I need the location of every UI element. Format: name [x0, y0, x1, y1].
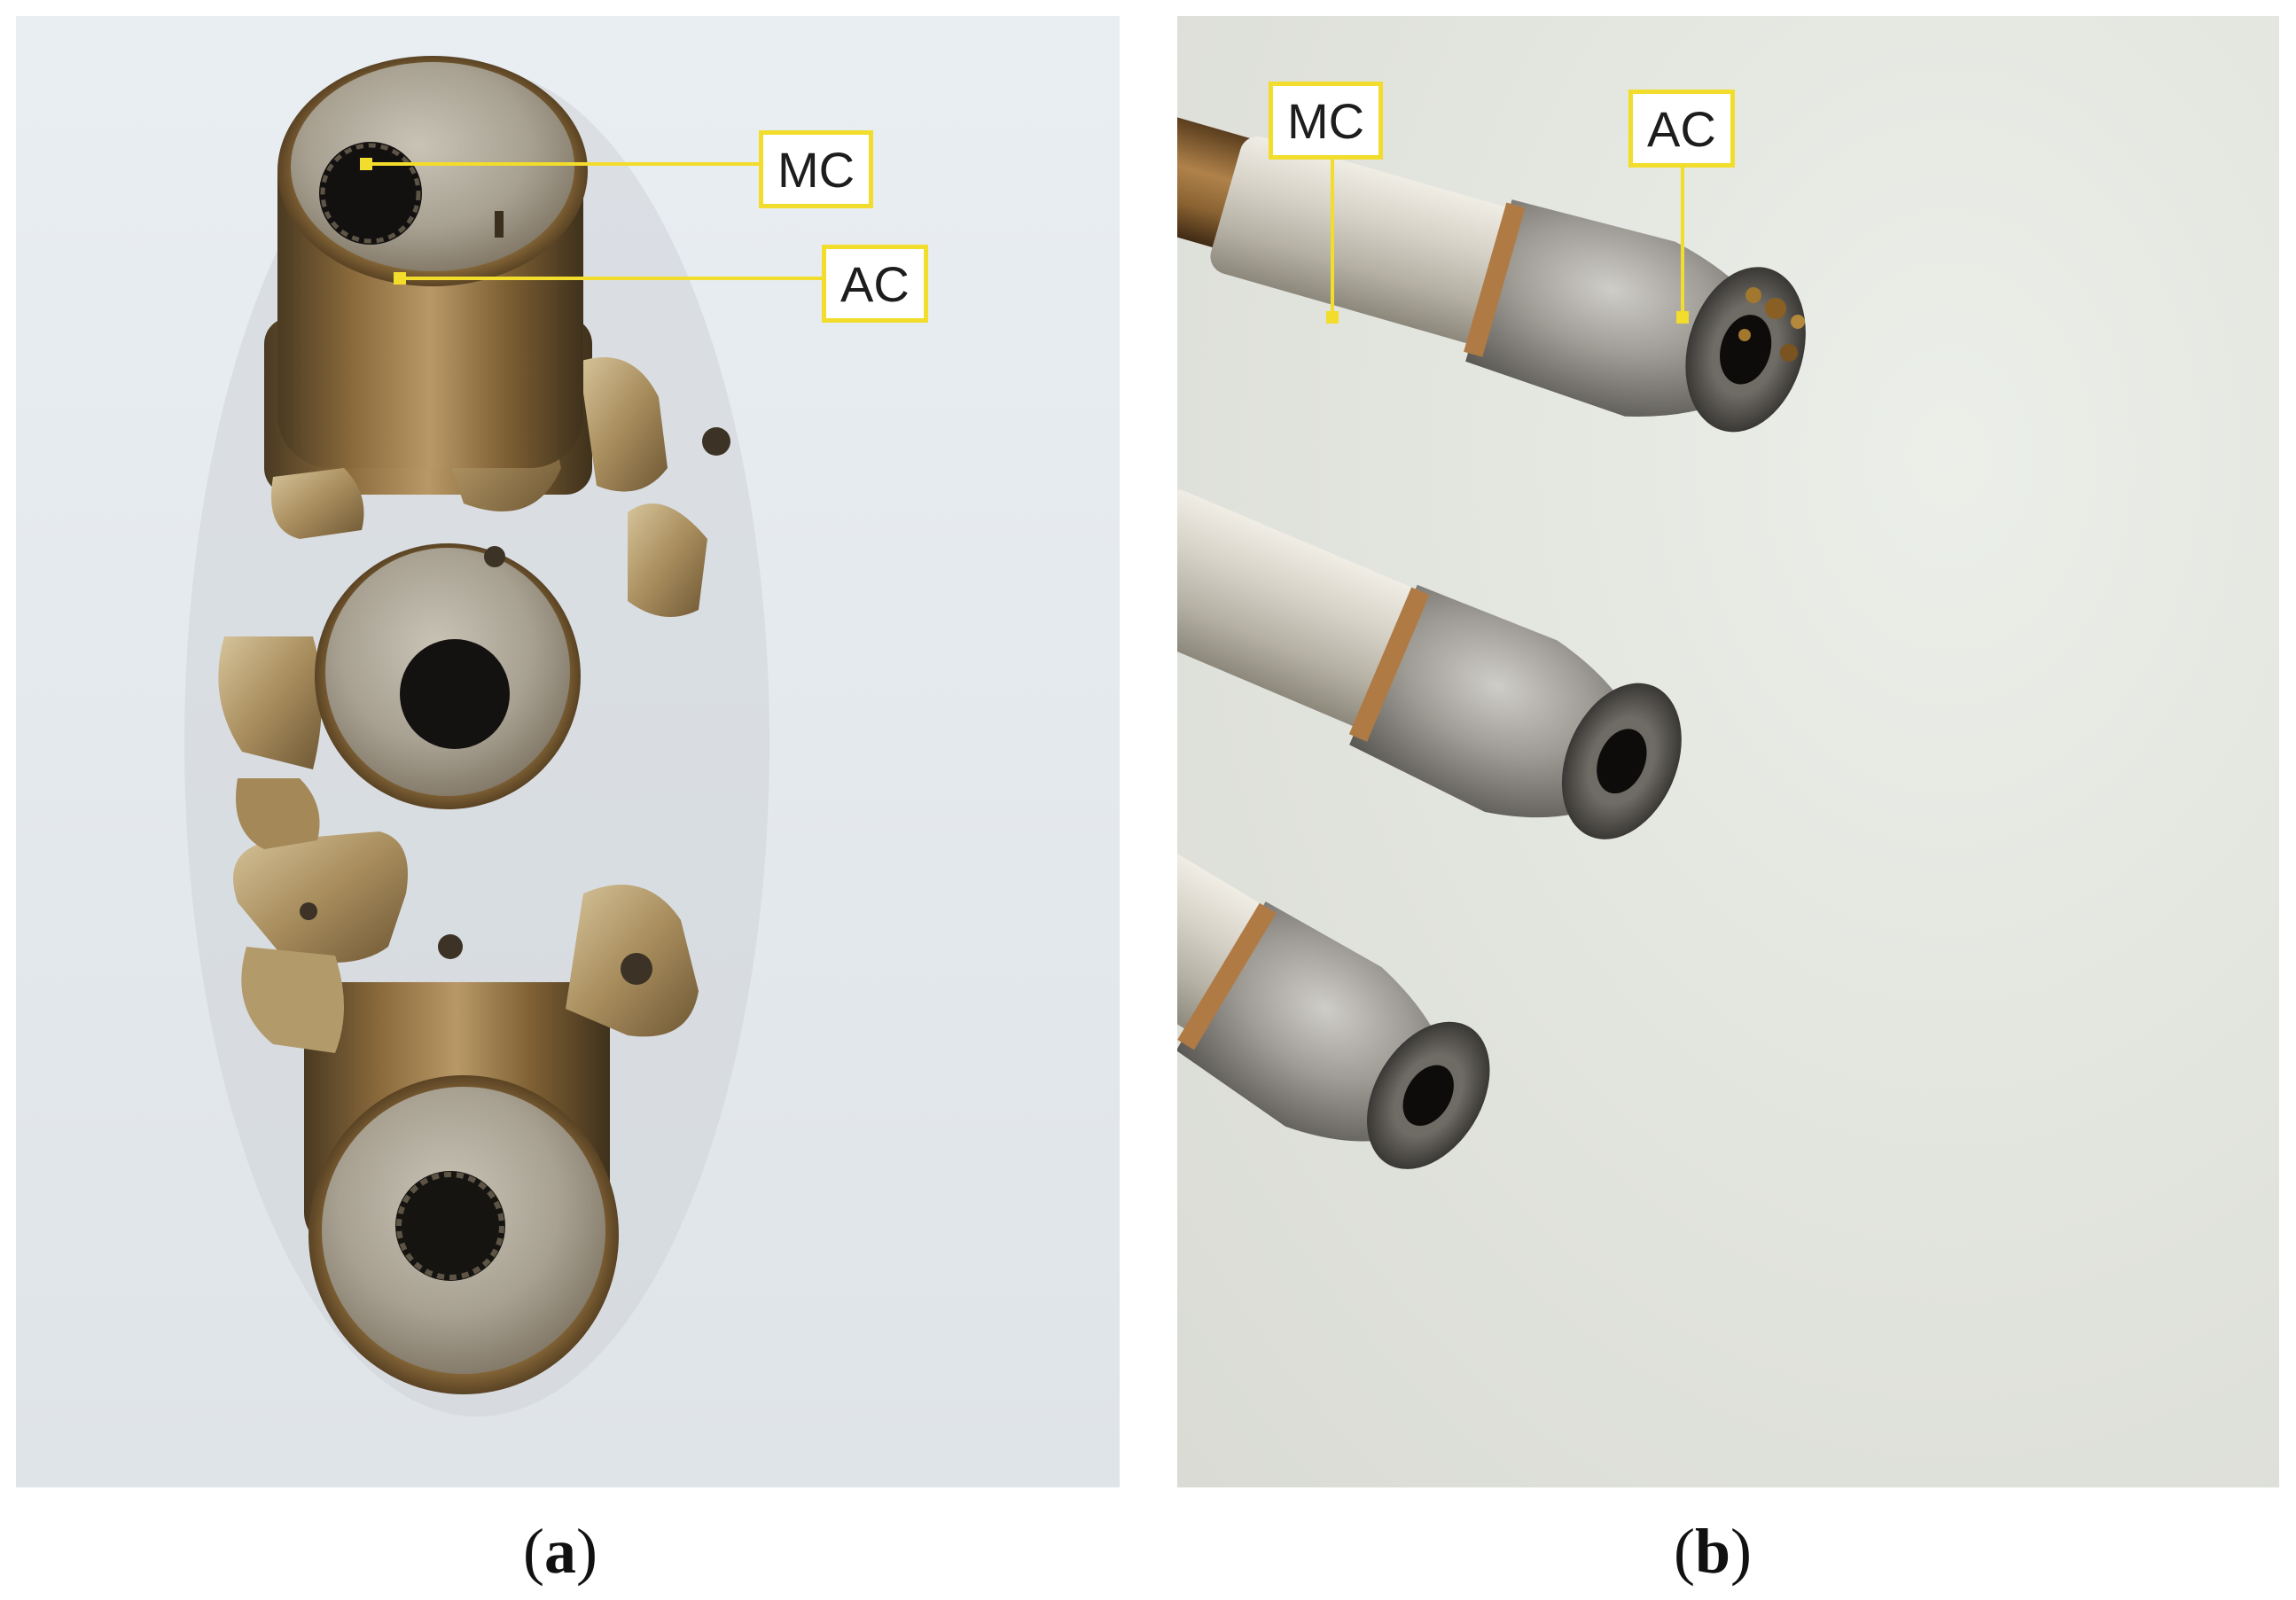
callout-label-ac-a: AC: [822, 245, 928, 323]
caption-letter: b: [1694, 1516, 1731, 1587]
caption-open-paren: (: [1674, 1516, 1695, 1587]
caption-close-paren: ): [1730, 1516, 1753, 1587]
caption-close-paren: ): [575, 1516, 597, 1587]
callout-label-ac-b: AC: [1628, 90, 1735, 168]
caption-open-paren: (: [523, 1516, 544, 1587]
stacked-rods-with-caps-illustration: [1177, 99, 1806, 1169]
caption-letter: a: [543, 1516, 576, 1587]
panel-b-photo: [1177, 16, 2279, 1487]
callout-label-mc-a: MC: [759, 130, 874, 208]
panel-a-caption: (a): [523, 1519, 597, 1583]
panel-a-photo: [16, 16, 1120, 1487]
panel-b-caption: (b): [1674, 1519, 1752, 1583]
stacked-bearing-assemblies-illustration: [184, 56, 824, 1417]
callout-label-mc-b: MC: [1269, 82, 1384, 160]
